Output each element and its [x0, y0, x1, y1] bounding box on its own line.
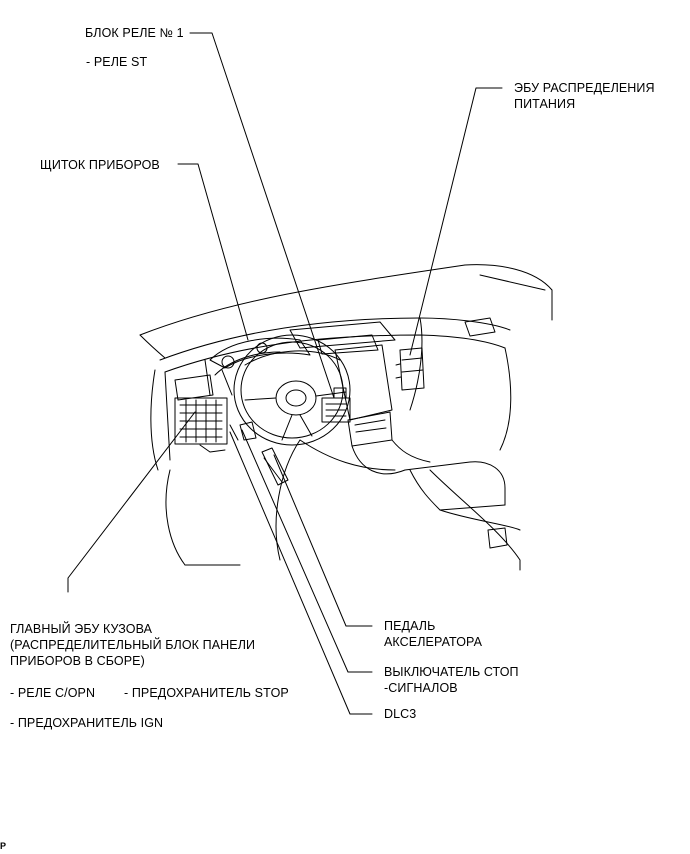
accelerator-pedal-label-line2: АКСЕЛЕРАТОРА: [384, 635, 483, 649]
main-body-ecu-label-line2: (РАСПРЕДЕЛИТЕЛЬНЫЙ БЛОК ПАНЕЛИ: [10, 638, 256, 652]
fuse-ign-label: - ПРЕДОХРАНИТЕЛЬ IGN: [10, 716, 164, 730]
relay-block-drawing: [321, 387, 351, 423]
power-ecu-drawing: [395, 347, 425, 391]
accelerator-pedal-label-line1: ПЕДАЛЬ: [384, 619, 436, 633]
pedal-drawing: [229, 421, 289, 486]
leader-stop-light-switch: [241, 429, 373, 673]
left-door-panel: [150, 369, 214, 471]
leader-dlc3: [229, 431, 373, 715]
leader-relay-block: [189, 32, 335, 399]
windshield-outline: [139, 264, 553, 359]
stop-light-switch-label-line1: ВЫКЛЮЧАТЕЛЬ СТОП: [384, 665, 519, 679]
steering-wheel: [233, 334, 351, 446]
combination-meter-drawing: [204, 337, 311, 396]
relay-st-label: - РЕЛЕ ST: [86, 55, 148, 69]
power-ecu-label-line1: ЭБУ РАСПРЕДЕЛЕНИЯ: [514, 81, 655, 95]
dashboard-outline: [159, 317, 512, 451]
main-body-ecu-label-line1: ГЛАВНЫЙ ЭБУ КУЗОВА: [10, 622, 153, 636]
leader-accelerator-pedal: [273, 454, 373, 627]
leader-combination-meter: [177, 163, 249, 341]
relay-block-label: БЛОК РЕЛЕ № 1: [85, 26, 184, 40]
leader-lines: [67, 32, 503, 715]
combination-meter-label: ЩИТОК ПРИБОРОВ: [40, 158, 160, 172]
leader-power-ecu: [409, 87, 503, 356]
figure-code: P: [0, 841, 7, 851]
relay-copn-label: - РЕЛЕ C/OPN: [10, 686, 96, 700]
floor-outline: [165, 439, 521, 571]
stop-light-switch-label-line2: -СИГНАЛОВ: [384, 681, 458, 695]
center-console-outline: [334, 344, 521, 549]
dlc3-label: DLC3: [384, 707, 417, 721]
fuse-stop-label: - ПРЕДОХРАНИТЕЛЬ STOP: [124, 686, 289, 700]
power-ecu-label-line2: ПИТАНИЯ: [514, 97, 576, 111]
main-body-ecu-label-line3: ПРИБОРОВ В СБОРЕ): [10, 654, 145, 668]
main-body-ecu-drawing: [174, 397, 228, 453]
leader-main-body-ecu: [67, 411, 196, 593]
